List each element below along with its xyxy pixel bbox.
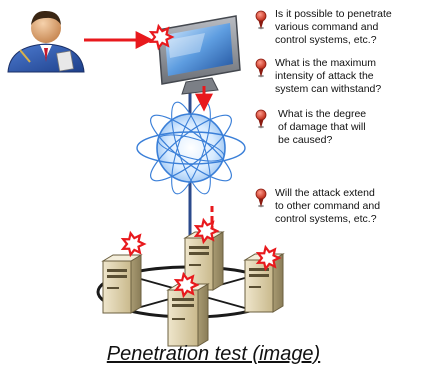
server-icon bbox=[243, 253, 285, 313]
impact-burst-icon bbox=[173, 271, 200, 299]
impact-burst-icon bbox=[148, 23, 175, 51]
question-line: system can withstand? bbox=[275, 83, 382, 95]
impact-bursts bbox=[120, 23, 282, 299]
question-pin-icon bbox=[255, 109, 267, 129]
question-line: various command and bbox=[275, 21, 379, 33]
attacker-icon bbox=[7, 10, 85, 73]
impact-burst-icon bbox=[120, 230, 147, 258]
question-damage: What is the degree of damage that will b… bbox=[278, 108, 366, 147]
network-globe-icon bbox=[136, 101, 246, 195]
diagram-caption: Penetration test (image) bbox=[106, 343, 321, 365]
question-penetration: Is it possible to penetrate various comm… bbox=[275, 8, 392, 47]
question-line: be caused? bbox=[278, 134, 333, 146]
question-pin-icon bbox=[255, 10, 267, 30]
question-line: Will the attack extend bbox=[275, 187, 375, 199]
question-line: of damage that will bbox=[278, 121, 366, 133]
question-line: to other command and bbox=[275, 200, 381, 212]
question-line: What is the maximum bbox=[275, 57, 376, 69]
monitor-icon bbox=[157, 15, 241, 95]
server-icon bbox=[101, 254, 143, 314]
question-line: control systems, etc.? bbox=[275, 213, 377, 225]
question-line: control systems, etc.? bbox=[275, 34, 377, 46]
question-spread: Will the attack extend to other command … bbox=[275, 187, 380, 226]
impact-burst-icon bbox=[255, 244, 282, 272]
question-line: What is the degree bbox=[278, 108, 367, 120]
question-max-intensity: What is the maximum intensity of attack … bbox=[275, 57, 381, 96]
question-pin-icon bbox=[255, 58, 267, 78]
question-line: intensity of attack the bbox=[275, 70, 374, 82]
server-icon bbox=[166, 283, 210, 347]
question-pin-icon bbox=[255, 188, 267, 208]
question-line: Is it possible to penetrate bbox=[275, 8, 392, 20]
impact-burst-icon bbox=[193, 217, 220, 245]
